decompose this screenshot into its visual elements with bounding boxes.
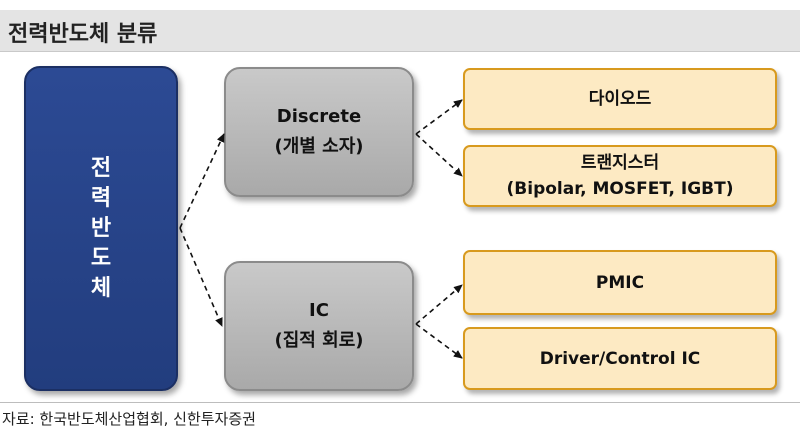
- node-discrete-title: Discrete: [276, 106, 362, 127]
- page-title: 전력반도체 분류: [8, 22, 158, 47]
- leaf-diode-label: 다이오드: [588, 89, 652, 109]
- leaf-diode: 다이오드: [463, 68, 777, 130]
- source-note: 자료: 한국반도체산업협회, 신한투자증권: [2, 410, 256, 428]
- node-ic-subtitle: (집적 회로): [274, 330, 364, 351]
- leaf-transistor-subtitle: (Bipolar, MOSFET, IGBT): [506, 179, 734, 199]
- root-node-power-semiconductor: 전 력 반 도 체: [24, 66, 178, 391]
- root-char: 도: [90, 245, 112, 271]
- source-divider: [0, 402, 800, 403]
- node-ic-title: IC: [309, 300, 329, 321]
- node-discrete-subtitle: (개별 소자): [274, 136, 364, 157]
- node-ic: IC (집적 회로): [224, 261, 414, 391]
- leaf-driver-label: Driver/Control IC: [539, 348, 701, 369]
- root-char: 체: [90, 275, 112, 301]
- arrow-discrete-to-transistor: [415, 133, 463, 177]
- leaf-transistor: 트랜지스터 (Bipolar, MOSFET, IGBT): [463, 145, 777, 207]
- leaf-pmic-label: PMIC: [595, 272, 645, 293]
- leaf-transistor-title: 트랜지스터: [580, 153, 660, 173]
- arrow-root-to-ic: [179, 227, 223, 327]
- arrow-root-to-discrete: [179, 133, 225, 229]
- leaf-pmic: PMIC: [463, 250, 777, 315]
- leaf-driver-control-ic: Driver/Control IC: [463, 327, 777, 390]
- arrow-ic-to-driver: [415, 323, 463, 359]
- title-bar: 전력반도체 분류: [0, 10, 800, 52]
- root-char: 력: [90, 185, 112, 211]
- node-discrete: Discrete (개별 소자): [224, 67, 414, 197]
- arrow-ic-to-pmic: [415, 284, 463, 325]
- root-char: 반: [90, 215, 112, 241]
- arrow-discrete-to-diode: [415, 99, 463, 135]
- root-char: 전: [90, 155, 112, 181]
